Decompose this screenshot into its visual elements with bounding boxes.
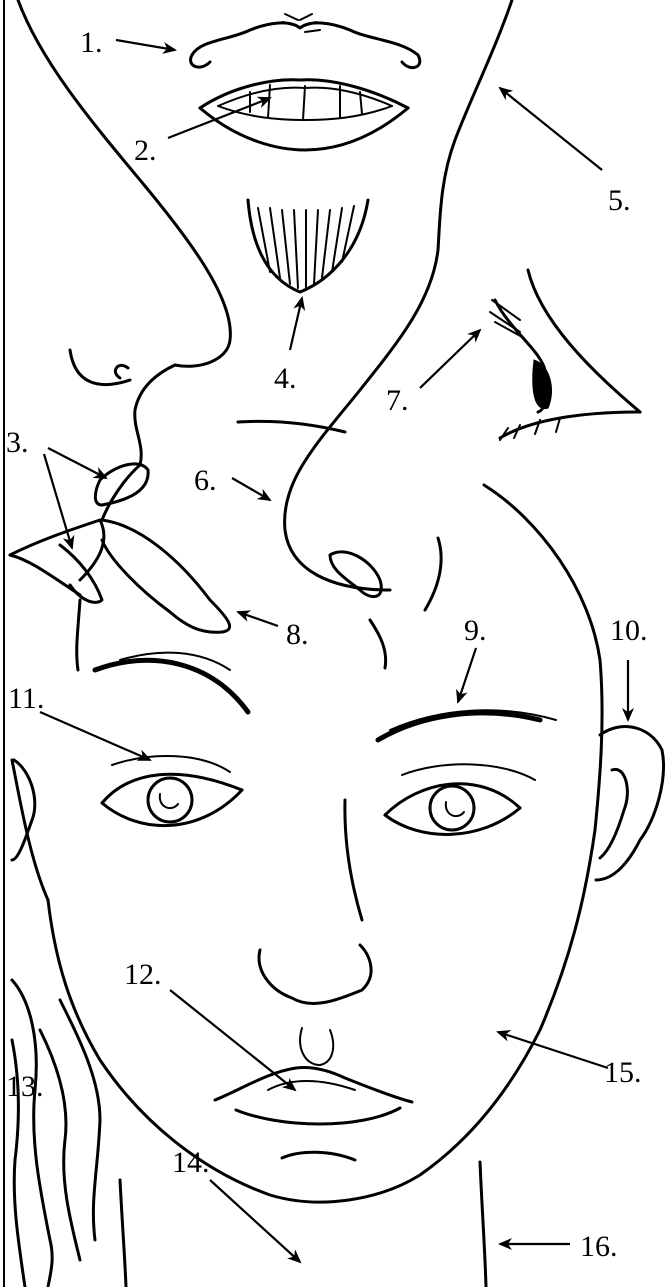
arrow-4 (290, 298, 302, 350)
arrow-11 (40, 712, 150, 760)
arrow-15 (498, 1032, 608, 1068)
label-5: 5. (608, 184, 631, 217)
arrow-1 (116, 40, 175, 50)
arrow-7 (420, 330, 480, 388)
pointer-arrows (40, 40, 628, 1262)
label-13: 13. (6, 1070, 44, 1103)
front-face-figure (12, 485, 663, 1287)
label-11: 11. (8, 682, 44, 715)
label-1: 1. (80, 26, 103, 59)
label-12: 12. (124, 958, 162, 991)
arrow-9 (458, 648, 476, 702)
arrow-5 (500, 88, 602, 170)
profile-eye-figure (490, 270, 640, 440)
label-7: 7. (386, 384, 409, 417)
arrow-2 (168, 98, 270, 138)
arrow-3a (48, 448, 106, 478)
label-3: 3. (6, 426, 29, 459)
label-10: 10. (610, 614, 648, 647)
part-labels: 1. 2. 3. 4. 5. 6. 7. 8. 9. 10. 11. 12. 1… (6, 26, 648, 1263)
arrow-14 (210, 1180, 300, 1262)
arrow-6 (232, 478, 270, 500)
label-9: 9. (464, 614, 487, 647)
goatee-figure (248, 200, 368, 292)
label-6: 6. (194, 464, 217, 497)
top-mouth-figure (191, 14, 420, 150)
label-14: 14. (172, 1146, 210, 1179)
left-profile-figure (10, 0, 230, 670)
hair-figure (12, 980, 100, 1287)
label-16: 16. (580, 1230, 618, 1263)
label-4: 4. (274, 362, 297, 395)
arrow-12 (170, 990, 295, 1090)
arrow-8 (238, 612, 278, 626)
label-15: 15. (604, 1056, 642, 1089)
label-2: 2. (134, 134, 157, 167)
label-8: 8. (286, 618, 309, 651)
